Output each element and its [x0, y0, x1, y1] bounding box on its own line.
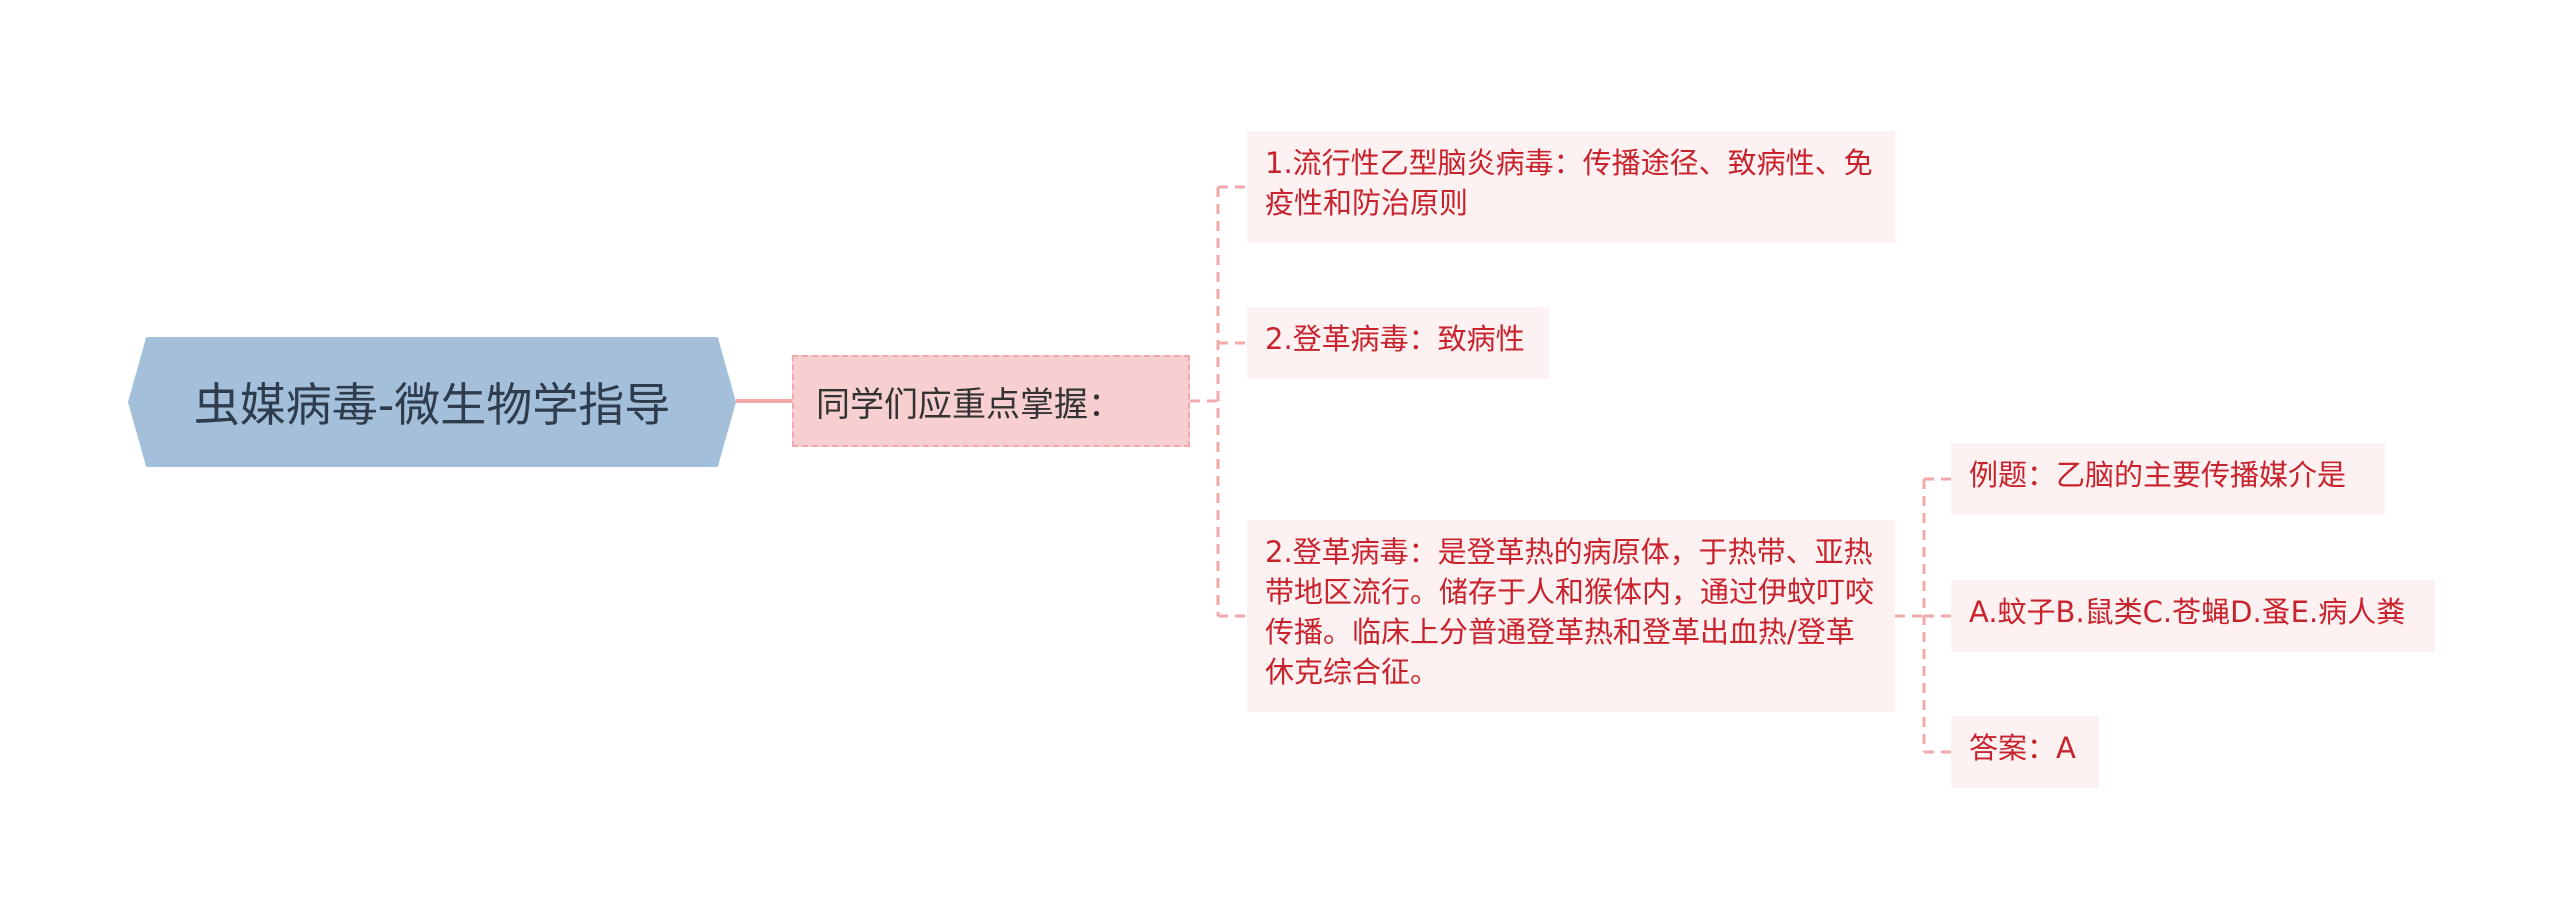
root-topic-node[interactable]: 虫媒病毒-微生物学指导 — [128, 337, 736, 467]
topic-text: 2.登革病毒：是登革热的病原体，于热带、亚热带地区流行。储存于人和猴体内，通过伊… — [1265, 535, 1875, 689]
topic-text: 2.登革病毒：致病性 — [1265, 322, 1525, 356]
root-topic-title: 虫媒病毒-微生物学指导 — [193, 378, 671, 432]
main-branch-label: 同学们应重点掌握： — [816, 384, 1122, 425]
main-branch-node[interactable]: 同学们应重点掌握： — [792, 355, 1190, 447]
subtopic-node-question[interactable]: 例题：乙脑的主要传播媒介是 — [1951, 443, 2385, 515]
topic-node-dengue-pathogenicity[interactable]: 2.登革病毒：致病性 — [1247, 307, 1549, 379]
subtopic-text: 例题：乙脑的主要传播媒介是 — [1969, 458, 2347, 492]
subtopic-text: 答案：A — [1969, 731, 2076, 765]
topic-text: 1.流行性乙型脑炎病毒：传播途径、致病性、免疫性和防治原则 — [1265, 146, 1873, 220]
subtopic-text: A.蚊子B.鼠类C.苍蝇D.蚤E.病人粪 — [1969, 595, 2406, 629]
subtopic-node-options[interactable]: A.蚊子B.鼠类C.苍蝇D.蚤E.病人粪 — [1951, 580, 2435, 652]
topic-node-dengue-overview[interactable]: 2.登革病毒：是登革热的病原体，于热带、亚热带地区流行。储存于人和猴体内，通过伊… — [1247, 520, 1895, 712]
topic-node-jev[interactable]: 1.流行性乙型脑炎病毒：传播途径、致病性、免疫性和防治原则 — [1247, 131, 1895, 243]
subtopic-node-answer[interactable]: 答案：A — [1951, 716, 2099, 788]
